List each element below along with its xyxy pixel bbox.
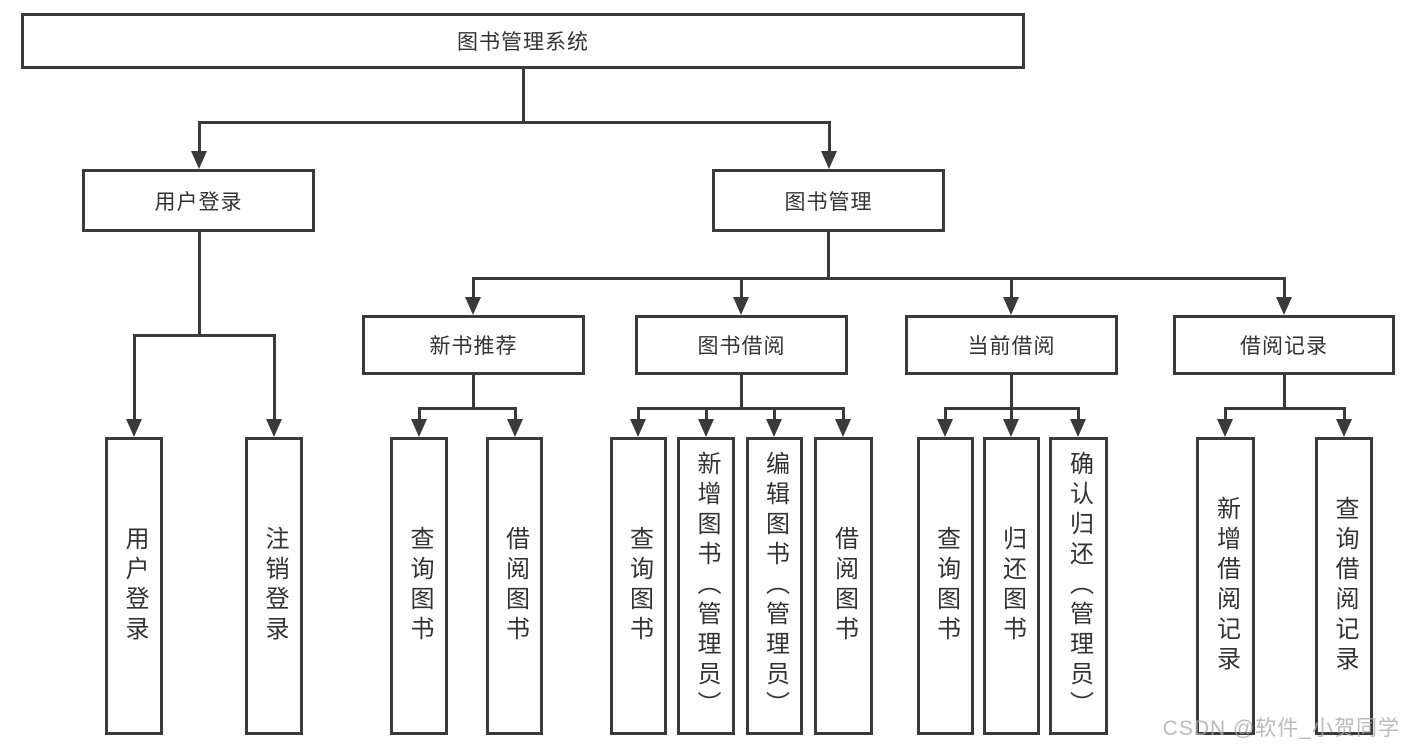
node-book-borrowing: 图书借阅 [635,315,848,375]
arrowhead-icon [191,151,207,169]
connector-arrow-stem [841,408,845,425]
node-label: 当前借阅 [967,335,1056,358]
node-current-confirm-return: 确认归还（管理员） [1049,437,1108,735]
node-label: 借阅图书 [501,526,529,646]
connector-arrow-stem [417,408,421,425]
arrowhead-icon [937,419,953,437]
node-label: 确认归还（管理员） [1065,451,1093,721]
node-recommend-query-books: 查询图书 [390,437,448,735]
arrowhead-icon [1070,419,1086,437]
arrowhead-icon [1276,297,1292,315]
connector-arrow-stem [1009,408,1013,425]
node-label: 归还图书 [998,526,1026,646]
connector-drop-line [739,375,743,410]
arrowhead-icon [507,419,523,437]
node-logout-leaf: 注销登录 [245,437,303,735]
node-borrowing-add-books: 新增图书（管理员） [677,437,735,735]
connector-arrow-stem [1342,408,1346,425]
connector-drop-line [1282,375,1286,410]
node-label: 新增借阅记录 [1212,496,1240,676]
watermark: CSDN @软件_小贺同学 [1162,717,1400,740]
node-user-login: 用户登录 [82,169,315,232]
node-label: 查询图书 [406,526,433,646]
node-new-book-recommend: 新书推荐 [362,315,585,375]
arrowhead-icon [465,297,481,315]
arrowhead-icon [126,419,142,437]
node-label: 注销登录 [261,526,288,646]
connector-arrow-stem [827,122,831,157]
connector-drop-line [521,69,525,124]
connector-arrow-stem [1282,278,1286,303]
connector-arrow-stem [772,408,776,425]
node-recommend-borrow-books: 借阅图书 [486,437,543,735]
arrowhead-icon [630,419,646,437]
node-label: 借阅记录 [1240,335,1328,358]
connector-arrow-stem [739,278,743,303]
node-label: 图书管理 [784,190,873,214]
node-library-management-system: 图书管理系统 [21,13,1025,69]
connector-bar-line [471,276,1286,280]
arrowhead-icon [733,297,749,315]
node-label: 编辑图书（管理员） [761,451,789,721]
connector-arrow-stem [513,408,517,425]
node-current-return-books: 归还图书 [983,437,1040,735]
arrowhead-icon [1003,297,1019,315]
node-records-query-record: 查询借阅记录 [1315,437,1373,735]
connector-bar-line [197,120,831,124]
node-label: 图书管理系统 [457,31,589,54]
node-label: 用户登录 [154,190,243,214]
arrowhead-icon [1003,419,1019,437]
node-records-add-record: 新增借阅记录 [1196,437,1255,735]
node-label: 新增图书（管理员） [693,451,720,721]
connector-drop-line [1009,375,1013,410]
connector-arrow-stem [197,122,201,157]
arrowhead-icon [1217,419,1233,437]
node-current-query-books: 查询图书 [917,437,974,735]
node-book-management: 图书管理 [712,169,945,232]
node-borrowing-records: 借阅记录 [1173,315,1395,375]
connector-bar-line [417,406,517,410]
connector-drop-line [197,232,201,337]
node-borrowing-borrow-books: 借阅图书 [814,437,873,735]
node-label: 新书推荐 [429,335,518,358]
connector-drop-line [826,232,830,280]
node-user-login-leaf: 用户登录 [105,437,163,735]
connector-arrow-stem [1009,278,1013,303]
node-label: 查询图书 [932,526,960,646]
node-label: 图书借阅 [697,335,786,358]
connector-arrow-stem [132,335,136,425]
arrowhead-icon [821,151,837,169]
arrowhead-icon [411,419,427,437]
arrowhead-icon [766,419,782,437]
connector-bar-line [1223,406,1346,410]
connector-arrow-stem [943,408,947,425]
connector-bar-line [636,406,845,410]
connector-bar-line [132,333,276,337]
node-label: 查询图书 [625,526,653,646]
node-label: 查询借阅记录 [1331,496,1358,676]
connector-arrow-stem [1223,408,1227,425]
connector-arrow-stem [272,335,276,425]
connector-arrow-stem [471,278,475,303]
arrowhead-icon [698,419,714,437]
arrowhead-icon [266,419,282,437]
connector-arrow-stem [636,408,640,425]
node-current-borrowing: 当前借阅 [905,315,1118,375]
connector-drop-line [471,375,475,410]
node-borrowing-edit-books: 编辑图书（管理员） [746,437,803,735]
arrowhead-icon [835,419,851,437]
connector-arrow-stem [1076,408,1080,425]
node-label: 借阅图书 [830,526,858,646]
node-label: 用户登录 [121,526,148,646]
arrowhead-icon [1336,419,1352,437]
connector-arrow-stem [704,408,708,425]
node-borrowing-query-books: 查询图书 [610,437,667,735]
